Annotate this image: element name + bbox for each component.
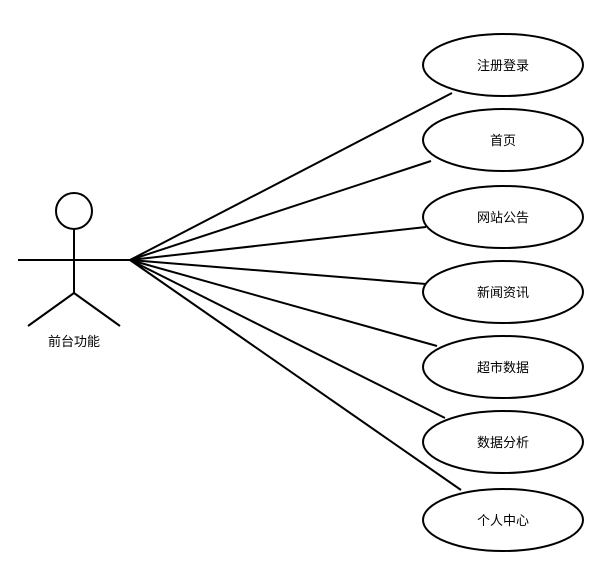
use-case-ellipse — [422, 108, 584, 172]
use-case: 数据分析 — [422, 410, 584, 474]
actor-head — [55, 192, 93, 230]
use-case-label: 首页 — [490, 134, 516, 149]
use-case-ellipse — [422, 335, 584, 399]
association-line — [129, 226, 427, 261]
use-case-ellipse — [422, 260, 584, 324]
use-case-label: 数据分析 — [477, 436, 529, 451]
association-line — [129, 259, 462, 491]
association-line — [129, 259, 427, 285]
use-case: 网站公告 — [422, 185, 584, 249]
use-case: 首页 — [422, 108, 584, 172]
actor-left-leg — [27, 292, 75, 327]
use-case-ellipse — [422, 488, 584, 552]
association-lines — [129, 92, 462, 491]
actor-right-leg — [73, 292, 121, 327]
association-line — [129, 92, 453, 261]
use-case: 个人中心 — [422, 488, 584, 552]
use-case-ellipse — [422, 185, 584, 249]
use-case: 注册登录 — [422, 33, 584, 97]
actor-label: 前台功能 — [48, 334, 100, 350]
association-line — [129, 259, 446, 419]
use-case: 超市数据 — [422, 335, 584, 399]
use-case-label: 网站公告 — [477, 211, 529, 226]
use-case-ellipse — [422, 410, 584, 474]
use-case: 新闻资讯 — [422, 260, 584, 324]
association-line — [129, 160, 432, 261]
use-case-label: 超市数据 — [477, 360, 529, 376]
association-line — [129, 259, 438, 347]
use-case-ellipse — [422, 33, 584, 97]
use-case-label: 新闻资讯 — [477, 285, 529, 301]
use-case-label: 注册登录 — [477, 59, 529, 74]
use-case-label: 个人中心 — [477, 514, 529, 529]
actor-figure — [18, 192, 130, 327]
